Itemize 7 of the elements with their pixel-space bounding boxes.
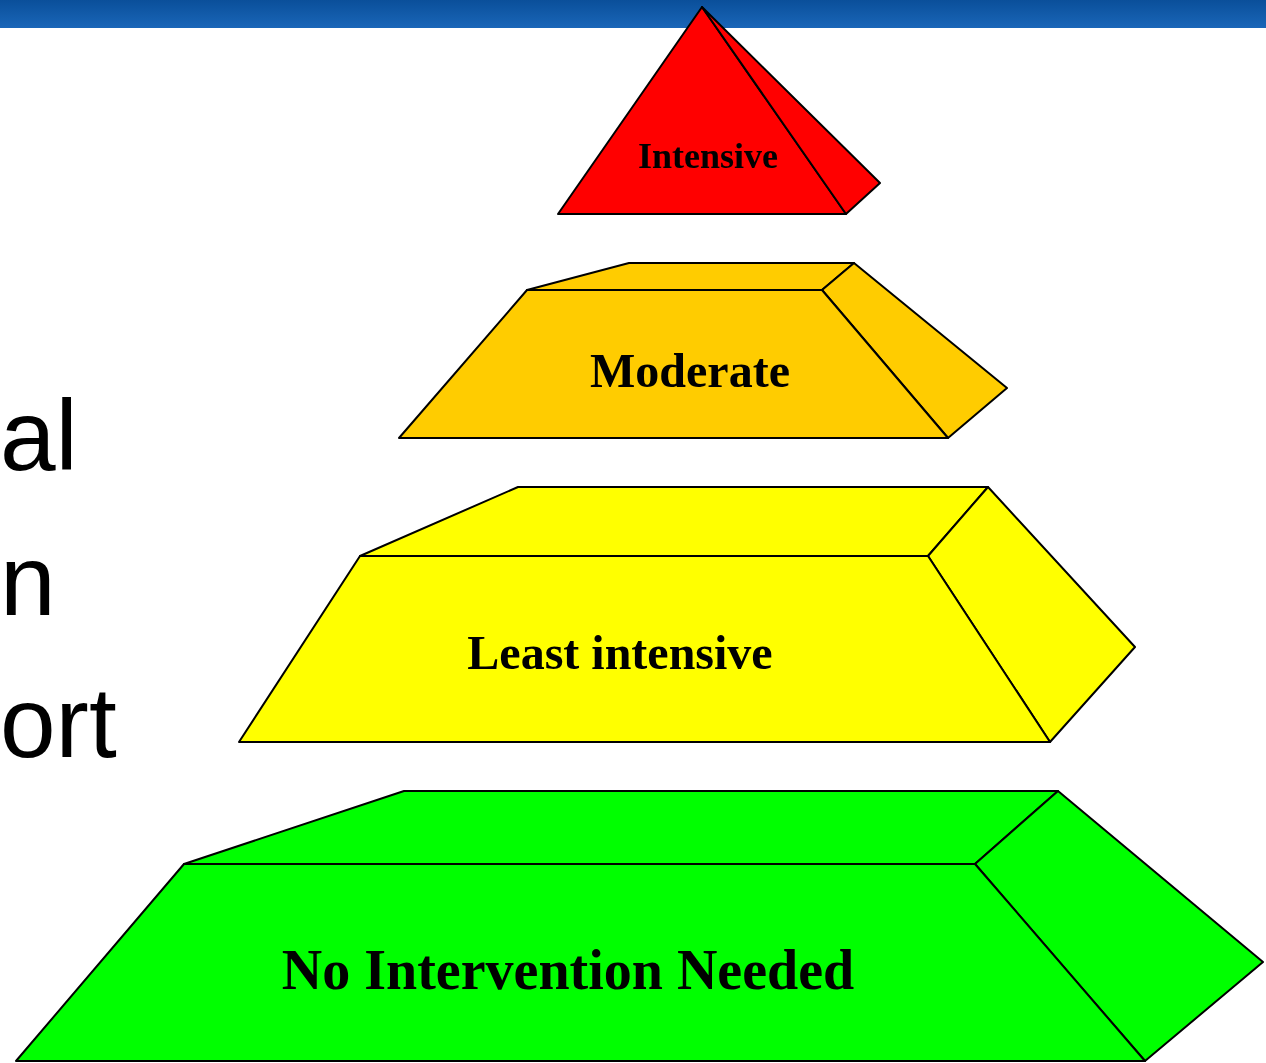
tier-label: No Intervention Needed xyxy=(281,942,855,998)
tier-label: Intensive xyxy=(638,138,778,174)
slide-text: ort xyxy=(0,672,117,772)
tier-label: Moderate xyxy=(590,347,790,395)
slide-text: n xyxy=(0,530,56,630)
tier-label: Least intensive xyxy=(467,629,773,677)
slide-text: al xyxy=(0,385,78,485)
